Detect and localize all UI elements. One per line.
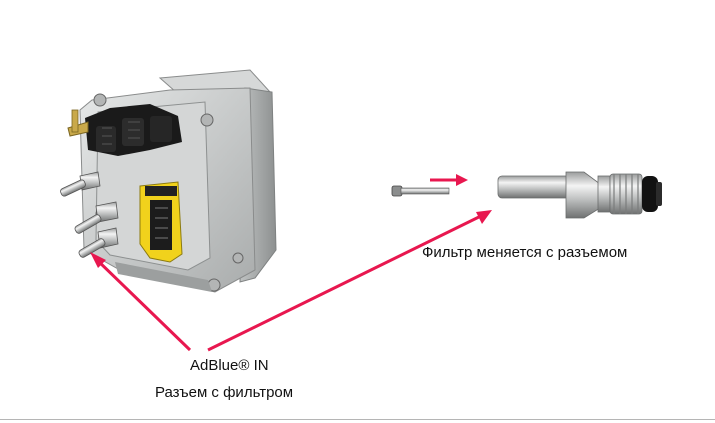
black-electrical-connector xyxy=(67,104,182,156)
adblue-in-label: AdBlue® IN xyxy=(190,357,269,374)
bottom-divider xyxy=(0,419,715,420)
insertion-arrow xyxy=(430,174,468,186)
thread-section xyxy=(609,173,643,215)
filter-connector xyxy=(497,171,662,219)
filter-replaced-with-connector-label: Фильтр меняется с разъемом xyxy=(422,244,628,261)
fitting-middle xyxy=(74,201,119,234)
fitting-top xyxy=(60,171,101,197)
fitting-adblue-in xyxy=(78,227,119,258)
connector-with-filter-label: Разъем с фильтром xyxy=(155,384,294,401)
dosing-pump-module xyxy=(79,69,277,293)
filter-pin xyxy=(391,185,450,197)
pointer-arrows xyxy=(90,210,492,352)
yellow-electrical-connector xyxy=(139,181,183,263)
hose-fittings xyxy=(60,171,119,258)
